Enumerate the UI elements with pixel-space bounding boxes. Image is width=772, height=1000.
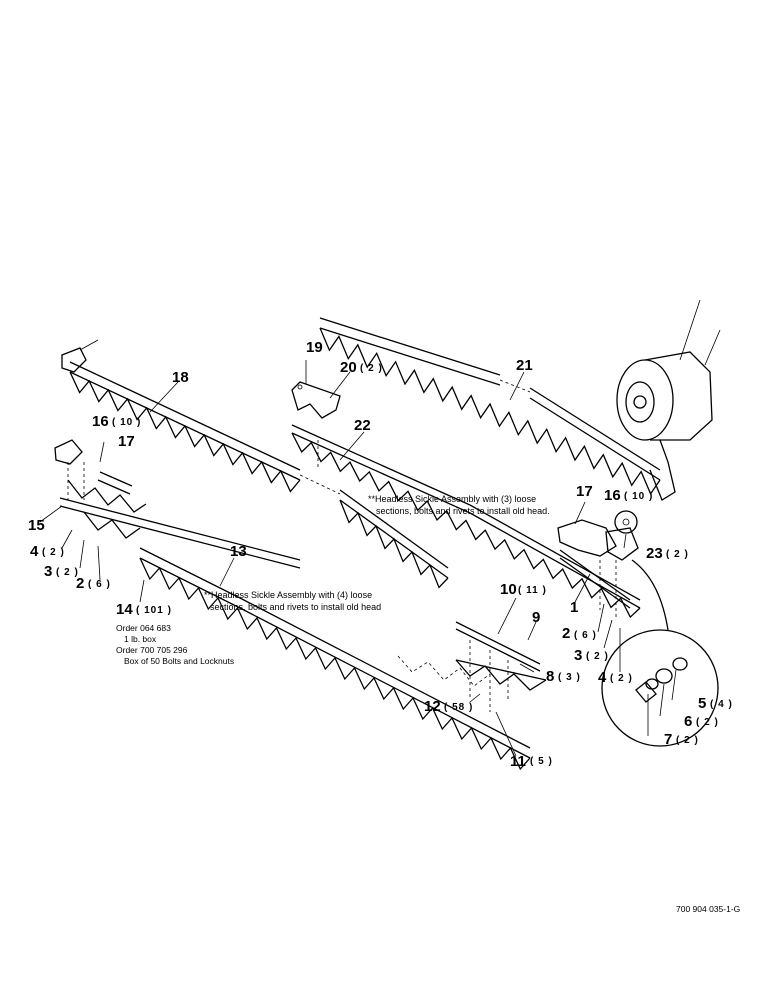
sickle-bar-22: [291, 424, 641, 619]
callout-3-left-qty: ( 2 ): [56, 567, 79, 578]
callout-16-left-qty: ( 10 ): [112, 417, 141, 428]
callout-19: 19: [306, 339, 323, 356]
callout-14: 14: [116, 601, 133, 618]
callout-4-left: 4: [30, 543, 39, 560]
detail-circle: [601, 559, 719, 747]
callout-4-right-qty: ( 2 ): [610, 673, 633, 684]
callout-16-right-qty: ( 10 ): [624, 491, 653, 502]
callout-4-right: 4: [598, 669, 607, 686]
callout-10-qty: ( 11 ): [518, 585, 547, 596]
callout-8-qty: ( 3 ): [558, 672, 581, 683]
callout-3-left: 3: [44, 563, 52, 580]
callout-6-qty: ( 2 ): [696, 717, 719, 728]
sickle-bar-18: [61, 339, 449, 589]
notes: **Headless Sickle Assembly with (3) loos…: [116, 494, 550, 666]
callout-9: 9: [532, 609, 540, 626]
callout-11: 11: [510, 753, 526, 770]
parts-19-20: [291, 381, 341, 470]
callout-7: 7: [664, 731, 672, 748]
callout-2-right-qty: ( 6 ): [574, 630, 597, 641]
callout-2-left-qty: ( 6 ): [88, 579, 111, 590]
callout-17-right: 17: [576, 483, 593, 500]
callout-12-qty: ( 58 ): [444, 702, 473, 713]
callout-6: 6: [684, 713, 692, 730]
figure-number: 700 904 035-1-G: [676, 904, 740, 914]
drive-motor: [616, 299, 721, 501]
callout-16-right: 16: [604, 487, 621, 504]
callout-14-qty: ( 101 ): [136, 605, 172, 616]
left-head-assembly: [54, 439, 301, 569]
headless-note-4-line2: sections, bolts and rivets to install ol…: [210, 602, 381, 612]
callout-11-qty: ( 5 ): [530, 756, 553, 767]
callout-17-left: 17: [118, 433, 135, 450]
callout-8: 8: [546, 668, 554, 685]
callout-23-qty: ( 2 ): [666, 549, 689, 560]
callout-3-right: 3: [574, 647, 582, 664]
callout-12: 12: [424, 698, 441, 715]
parts-drawing: [39, 299, 721, 771]
callout-7-qty: ( 2 ): [676, 735, 699, 746]
right-head-assembly: [557, 510, 639, 620]
order-note-line2: 1 lb. box: [124, 634, 157, 644]
headless-note-4-line1: **Headless Sickle Assembly with (4) loos…: [204, 590, 372, 600]
callout-15: 15: [28, 517, 45, 534]
loose-sections: [397, 621, 547, 712]
leader-lines: [39, 360, 677, 757]
callout-21: 21: [516, 357, 533, 374]
callout-2-left: 2: [76, 575, 84, 592]
callout-13: 13: [230, 543, 247, 560]
callout-1: 1: [570, 599, 578, 616]
callout-23: 23: [646, 545, 663, 562]
headless-note-3-line2: sections, bolts and rivets to install ol…: [376, 506, 550, 516]
callout-3-right-qty: ( 2 ): [586, 651, 609, 662]
sickle-bar-13: [139, 547, 531, 771]
callout-18: 18: [172, 369, 189, 386]
callout-5: 5: [698, 695, 706, 712]
callout-4-left-qty: ( 2 ): [42, 547, 65, 558]
callout-22: 22: [354, 417, 371, 434]
callout-5-qty: ( 4 ): [710, 699, 733, 710]
order-note-line4: Box of 50 Bolts and Locknuts: [124, 656, 234, 666]
callout-labels: 1 2 ( 6 ) 2 ( 6 ) 3 ( 2 ) 3 ( 2 ) 4 ( 2 …: [28, 339, 733, 770]
callout-10: 10: [500, 581, 517, 598]
callout-20-qty: ( 2 ): [360, 363, 383, 374]
headless-note-3-line1: **Headless Sickle Assembly with (3) loos…: [368, 494, 536, 504]
order-note-line3: Order 700 705 296: [116, 645, 188, 655]
callout-20: 20: [340, 359, 357, 376]
callout-2-right: 2: [562, 625, 570, 642]
sickle-bar-21: [319, 317, 661, 496]
order-note-line1: Order 064 683: [116, 623, 171, 633]
callout-16-left: 16: [92, 413, 109, 430]
